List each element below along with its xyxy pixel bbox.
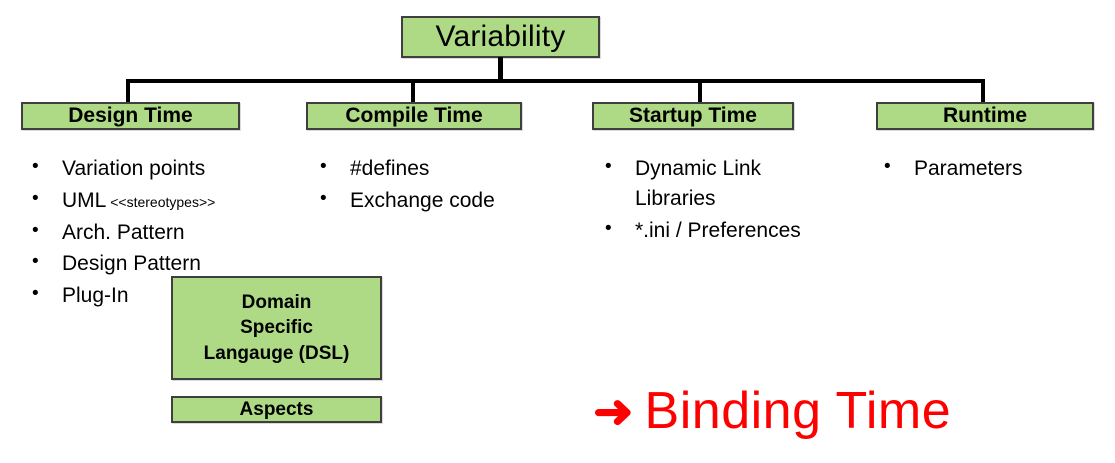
bullet-icon: • — [605, 217, 612, 239]
branch-header-label: Runtime — [943, 104, 1027, 127]
branch-header-design-time[interactable]: Design Time — [21, 102, 240, 130]
right-arrow-icon: ➜ — [593, 385, 634, 437]
list-item: • Exchange code — [320, 186, 550, 216]
bullet-icon: • — [605, 156, 612, 177]
branch-header-label: Compile Time — [345, 104, 483, 127]
bullet-icon: • — [32, 283, 39, 305]
list-item-label: Variation points — [62, 157, 206, 180]
list-item: • Dynamic Link Libraries — [605, 154, 855, 214]
branch-header-runtime[interactable]: Runtime — [876, 102, 1094, 130]
bullet-list-design-time: • Variation points • UML <<stereotypes>>… — [32, 154, 292, 313]
list-item: • Variation points — [32, 154, 292, 184]
list-item-label: *.ini / Preferences — [635, 218, 801, 242]
list-item-label: UML <<stereotypes>> — [62, 186, 292, 216]
dsl-line-3: Langauge (DSL) — [203, 342, 350, 364]
bullet-icon: • — [32, 251, 39, 273]
bullet-list-runtime: • Parameters — [884, 154, 1104, 186]
list-item: • Plug-In — [32, 281, 292, 311]
bullet-list-compile-time: • #defines • Exchange code — [320, 154, 550, 218]
branch-header-label: Startup Time — [629, 104, 757, 127]
list-item: • *.ini / Preferences — [605, 216, 855, 246]
list-item-label: #defines — [350, 157, 430, 180]
connector-drop-design-time — [126, 79, 130, 103]
branch-header-label: Design Time — [68, 104, 193, 127]
binding-time-callout: ➜ Binding Time — [593, 382, 952, 440]
branch-header-startup-time[interactable]: Startup Time — [592, 102, 794, 130]
list-item-label: Arch. Pattern — [62, 220, 185, 244]
connector-drop-runtime — [981, 79, 985, 103]
branch-header-compile-time[interactable]: Compile Time — [306, 102, 522, 130]
connector-drop-startup-time — [698, 79, 702, 103]
aspects-label: Aspects — [239, 398, 314, 420]
list-item-label: Dynamic Link Libraries — [635, 157, 762, 210]
list-item: • UML <<stereotypes>> — [32, 186, 292, 216]
root-node-variability[interactable]: Variability — [401, 16, 600, 58]
bullet-icon: • — [884, 156, 891, 177]
list-item-label: Plug-In — [62, 284, 129, 308]
binding-time-label: Binding Time — [644, 382, 952, 440]
bullet-list-startup-time: • Dynamic Link Libraries • *.ini / Prefe… — [605, 154, 855, 247]
dsl-line-2: Specific — [240, 317, 313, 339]
connector-drop-compile-time — [411, 79, 415, 103]
list-item-main-text: UML — [62, 188, 107, 212]
connector-horizontal-bus — [126, 79, 985, 83]
list-item-label: Exchange code — [350, 188, 495, 212]
node-domain-specific-language[interactable]: Domain Specific Langauge (DSL) — [171, 276, 382, 380]
list-item-stereotype-tag: <<stereotypes>> — [106, 194, 215, 210]
connector-root-stem — [498, 57, 503, 82]
list-item-label: Design Pattern — [62, 252, 201, 276]
list-item: • Parameters — [884, 154, 1104, 184]
list-item: • #defines — [320, 154, 550, 184]
bullet-icon: • — [32, 187, 39, 209]
bullet-icon: • — [32, 219, 39, 241]
list-item-label: Parameters — [914, 157, 1023, 180]
bullet-icon: • — [32, 156, 39, 177]
bullet-icon: • — [320, 187, 327, 209]
node-aspects[interactable]: Aspects — [171, 396, 382, 423]
root-node-label: Variability — [435, 20, 566, 53]
list-item: • Design Pattern — [32, 249, 292, 279]
dsl-line-1: Domain — [241, 292, 312, 314]
list-item: • Arch. Pattern — [32, 218, 292, 248]
stereotype-text: <<stereotypes>> — [110, 193, 216, 210]
bullet-icon: • — [320, 156, 327, 177]
